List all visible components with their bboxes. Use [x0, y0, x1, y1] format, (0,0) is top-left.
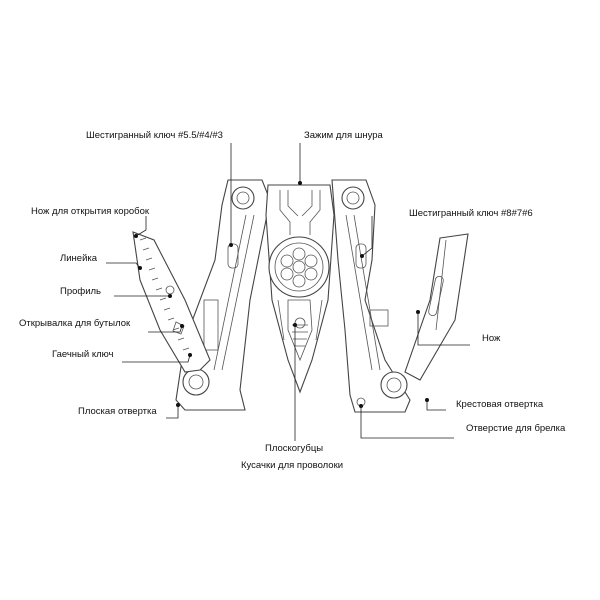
knife-blade — [404, 233, 469, 381]
ruler-blade — [132, 231, 211, 373]
label-wire-cutters: Кусачки для проволоки — [241, 460, 344, 471]
label-wrench: Гаечный ключ — [52, 349, 114, 360]
label-flat-screwdriver: Плоская отвертка — [78, 406, 157, 417]
label-phillips: Крестовая отвертка — [456, 399, 544, 410]
label-profile: Профиль — [60, 286, 102, 297]
label-ruler: Линейка — [60, 253, 98, 264]
label-bottle-opener: Открывалка для бутылок — [19, 318, 131, 329]
label-cord-clamp: Зажим для шнура — [304, 130, 383, 141]
label-knife: Нож — [482, 333, 501, 344]
right-handle — [331, 179, 411, 413]
leader-lines — [106, 143, 470, 441]
label-pliers: Плоскогубцы — [265, 443, 324, 454]
label-box-cutter: Нож для открытия коробок — [31, 206, 150, 217]
label-keyring-hole: Отверстие для брелка — [466, 423, 566, 434]
left-handle — [175, 179, 271, 411]
label-hex-small: Шестигранный ключ #5.5/#4/#3 — [86, 130, 223, 141]
label-hex-large: Шестигранный ключ #8#7#6 — [409, 208, 533, 219]
pliers-body — [265, 184, 335, 394]
